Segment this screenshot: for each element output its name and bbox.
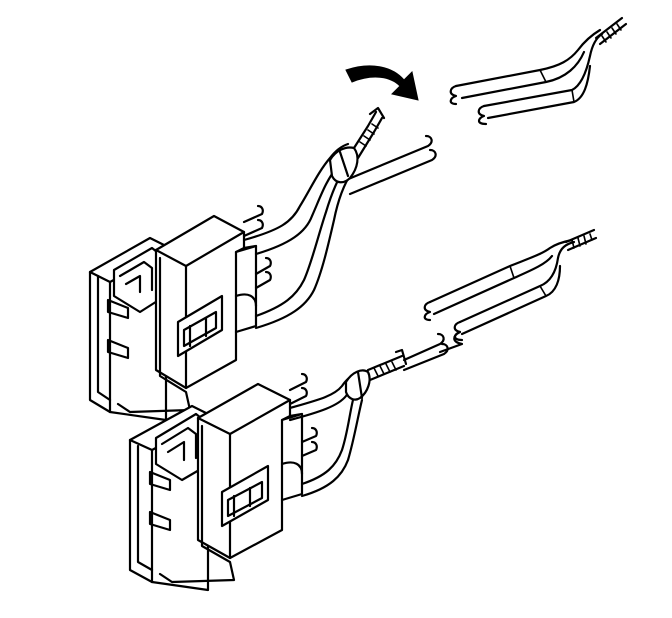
replacement-wire-pair — [423, 228, 598, 354]
lower-splice — [344, 332, 449, 401]
lower-harness-wires — [288, 332, 449, 498]
upper-harness-wires — [242, 106, 437, 330]
twisted-wire-end — [564, 228, 598, 252]
curved-arrow-icon — [345, 65, 419, 101]
detached-wire-pair — [449, 16, 628, 126]
twisted-wire-end — [594, 16, 628, 46]
upper-splice — [328, 106, 386, 184]
lower-connector — [128, 372, 318, 592]
upper-connector — [88, 204, 272, 422]
